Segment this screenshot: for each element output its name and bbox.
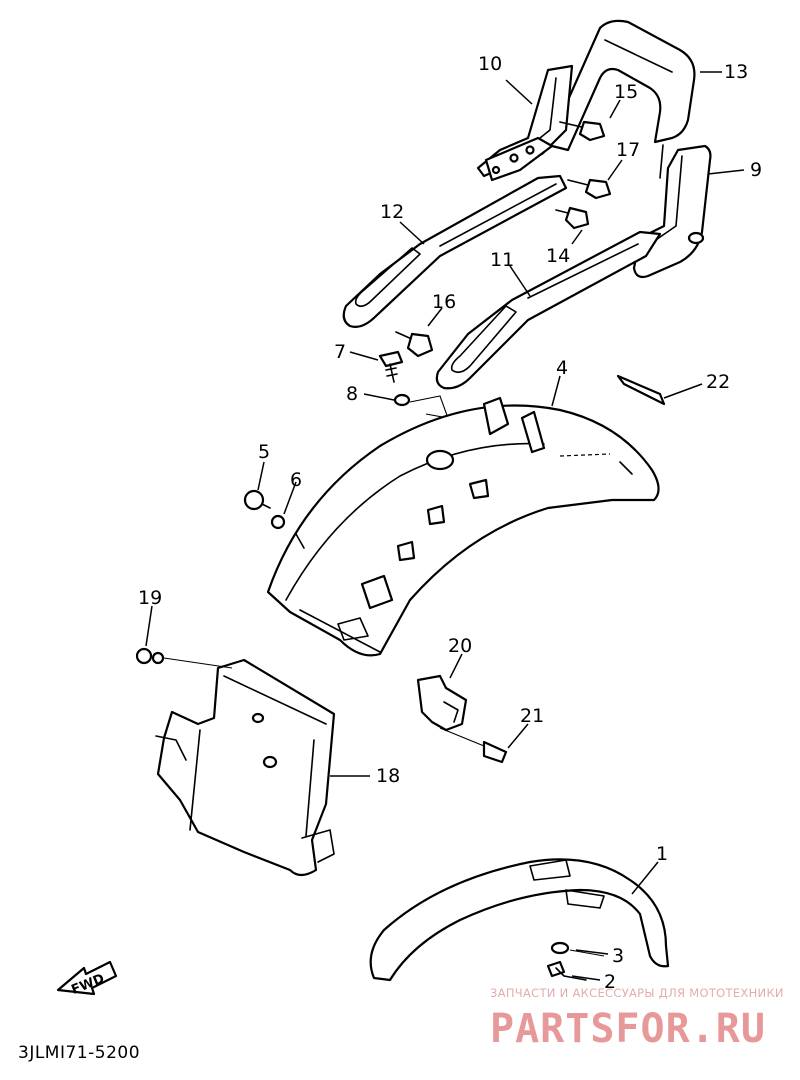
callout-7: 7 <box>334 341 346 363</box>
washer-part-3 <box>550 941 605 957</box>
callout-18: 18 <box>376 765 400 787</box>
callout-14: 14 <box>546 245 570 267</box>
drawing-code: 3JLMI71-5200 <box>18 1043 140 1063</box>
callout-10: 10 <box>478 53 502 75</box>
inner-fender-part-18 <box>155 658 336 877</box>
callout-2: 2 <box>604 971 616 993</box>
callout-17: 17 <box>616 139 640 161</box>
callout-3: 3 <box>612 945 624 967</box>
nut-part-6 <box>270 514 286 530</box>
grab-rail-part-12 <box>342 174 568 328</box>
callout-12: 12 <box>380 201 404 223</box>
emblem-strip-part-22 <box>616 374 666 406</box>
watermark-brand: PARTSFOR.RU <box>490 1006 766 1052</box>
callout-19: 19 <box>138 587 162 609</box>
callout-22: 22 <box>706 371 730 393</box>
callout-labels: 10 13 15 17 9 12 11 14 16 7 8 4 22 5 6 1… <box>138 53 762 993</box>
callout-4: 4 <box>556 357 568 379</box>
callout-1: 1 <box>656 843 668 865</box>
callout-20: 20 <box>448 635 472 657</box>
callout-16: 16 <box>432 291 456 313</box>
rear-fender-part-4 <box>266 396 660 657</box>
bolt-part-5 <box>243 489 271 511</box>
callout-13: 13 <box>724 61 748 83</box>
bolt-part-19 <box>135 647 233 669</box>
callout-8: 8 <box>346 383 358 405</box>
bolt-part-7 <box>378 350 404 383</box>
nut-part-16 <box>395 331 434 358</box>
clamp-part-20 <box>416 674 468 732</box>
forward-direction-arrow: FWD <box>56 960 118 998</box>
grab-rail-part-11 <box>435 230 662 390</box>
bolt-part-14 <box>555 206 590 230</box>
leader-lines <box>145 71 745 981</box>
bolt-part-2 <box>546 960 587 981</box>
screw-part-21 <box>439 727 508 764</box>
callout-21: 21 <box>520 705 544 727</box>
callout-11: 11 <box>490 249 514 271</box>
callout-6: 6 <box>290 469 302 491</box>
bolt-part-15 <box>559 120 606 142</box>
callout-5: 5 <box>258 441 270 463</box>
washer-part-8 <box>393 393 449 419</box>
watermark: ЗАПЧАСТИ И АКСЕССУАРЫ ДЛЯ МОТОТЕХНИКИ PA… <box>490 986 784 1052</box>
watermark-tagline: ЗАПЧАСТИ И АКСЕССУАРЫ ДЛЯ МОТОТЕХНИКИ <box>490 986 784 1000</box>
callout-9: 9 <box>750 159 762 181</box>
callout-15: 15 <box>614 81 638 103</box>
front-fender-part-1 <box>369 858 670 982</box>
backrest-frame-part-13 <box>546 19 696 179</box>
mount-bracket-part-10 <box>476 64 574 182</box>
bolt-part-17 <box>567 178 612 200</box>
